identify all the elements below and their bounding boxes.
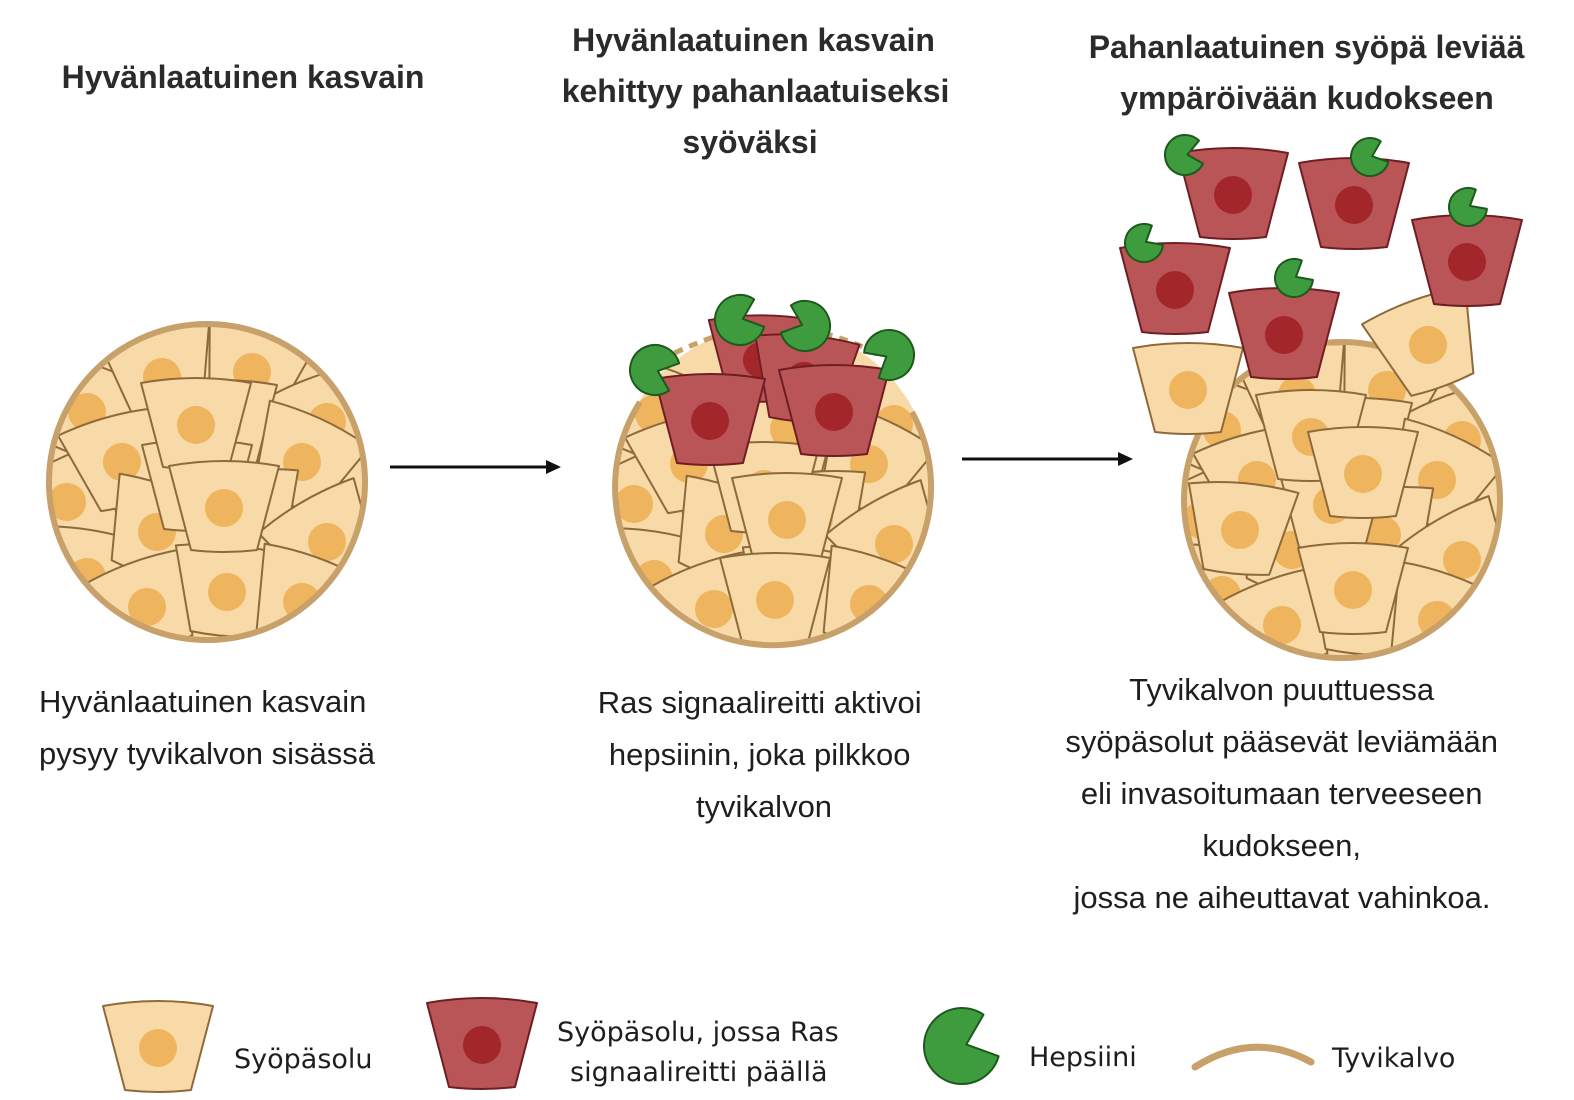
tumor-cell [1297,542,1409,635]
basement-membrane [46,321,368,643]
ras-cancer-cell [1298,157,1410,250]
tumor-cell [731,472,843,565]
panel-3-title: Pahanlaatuinen syöpä leviää ympäröivään … [1089,29,1534,116]
hepsin [1274,258,1314,298]
hepsin [1448,187,1488,227]
progression-arrow-1 [390,460,561,474]
tumor-cell [1187,481,1300,576]
tumor-cell [168,460,280,553]
panel-1-title: Hyvänlaatuinen kasvain [62,59,425,95]
legend-label-hepsin: Hepsiini [1029,1042,1137,1073]
panel-2-title: Hyvänlaatuinen kasvain kehittyy pahanlaa… [562,22,959,160]
tumor-cell [79,547,194,640]
tumor-cell [1307,426,1419,519]
hepsin-icon [923,1007,1000,1085]
ras-cancer-cell [1411,214,1523,307]
basement-membrane [612,400,934,649]
legend-label-tumor-cell: Syöpäsolu [234,1044,373,1075]
tumor-cell [719,552,831,645]
tumor-cell [1132,342,1244,435]
ras-cancer-cell-icon [426,997,538,1090]
progression-arrow-2 [962,452,1133,466]
invasive-cancer [1119,134,1523,661]
hepsin [629,344,681,396]
basement-membrane-icon [1191,1043,1315,1071]
panel-2-caption: Ras signaalireitti aktivoi hepsiinin, jo… [598,685,931,824]
legend-label-ras-cancer-cell: Syöpäsolu, jossa Ras signaalireitti pääl… [557,1017,847,1088]
benign-tumor [46,321,368,643]
legend-label-basement-membrane: Tyvikalvo [1331,1043,1455,1074]
hepsin [1164,134,1205,176]
hepsin [863,329,915,381]
ras-cancer-cell [1177,147,1289,240]
hepsin [779,300,831,352]
transforming-tumor [612,294,934,649]
hepsin [1124,223,1164,263]
panel-1-caption: Hyvänlaatuinen kasvain pysyy tyvikalvon … [39,684,376,771]
legend: Syöpäsolu Syöpäsolu, jossa Ras signaalir… [102,997,1455,1093]
ras-cancer-cell [1228,287,1340,380]
ras-cancer-cell [654,373,766,466]
tumor-cell [1360,285,1475,397]
tumor-cell [140,377,252,470]
hepsin [1350,137,1390,177]
basement-membrane [1181,339,1503,661]
ras-cancer-cell [778,364,890,457]
panel-3-caption: Tyvikalvon puuttuessa syöpäsolut pääsevä… [1065,672,1506,915]
hepsin [714,294,766,346]
tumor-cell-icon [102,1000,214,1093]
